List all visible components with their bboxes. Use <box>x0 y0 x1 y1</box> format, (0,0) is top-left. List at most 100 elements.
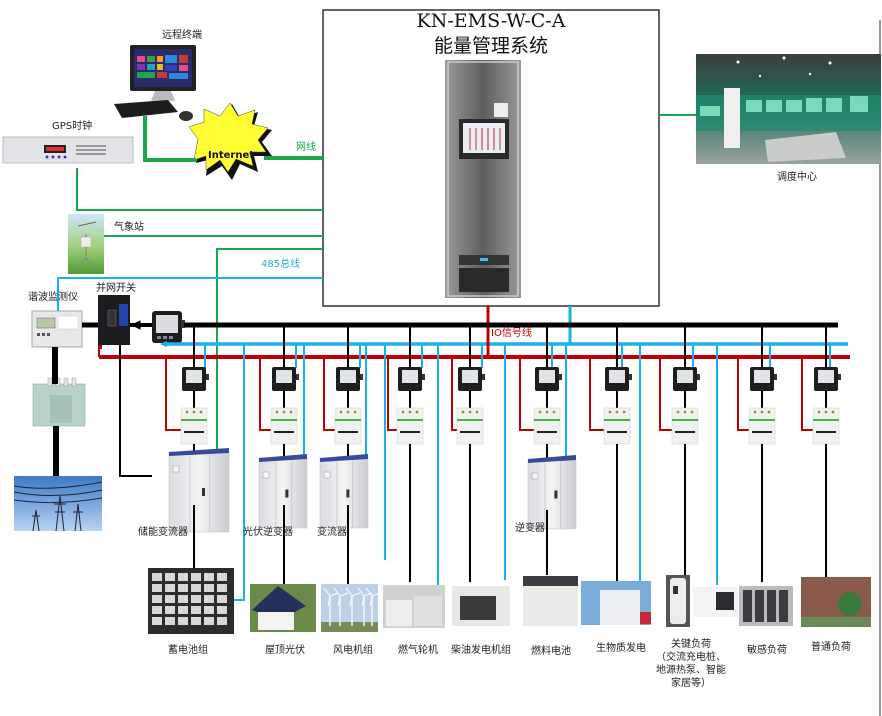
power-meter-knob <box>206 374 209 380</box>
server-rack <box>755 590 764 622</box>
cabinet-display <box>262 471 270 479</box>
feeder-label-diesel: 柴油发电机组 <box>451 645 511 656</box>
breaker-terminal <box>199 410 203 414</box>
breaker-stripe <box>271 419 297 421</box>
breaker-terminal <box>753 410 757 414</box>
fuel-cell-inverter-cabinet <box>527 455 577 530</box>
server-rack <box>779 590 788 622</box>
feeder-column <box>451 325 485 582</box>
harmonic-monitor-label: 谐波监测仪 <box>28 292 78 303</box>
storage-converter-cabinet <box>168 448 230 533</box>
gas-turbine-body <box>386 600 412 626</box>
power-meter-screen <box>677 370 693 383</box>
wind-blade <box>365 587 381 607</box>
breaker-terminal <box>339 410 343 414</box>
feeder-column <box>659 325 700 582</box>
feeder-label-battery: 蓄电池组 <box>168 645 208 656</box>
breaker-stripe <box>335 419 361 421</box>
converter-label-storage: 储能变流器 <box>138 527 188 538</box>
battery-cell <box>204 595 214 603</box>
gps-clock-label: GPS时钟 <box>52 121 93 132</box>
cabinet-top-strip <box>259 454 307 462</box>
circuit-breaker-icon <box>812 407 840 445</box>
internet-label: Internet <box>208 150 255 161</box>
feeder-label-critical-load: 关键负荷 （交流充电桩、 地源热泵、智能 家居等） <box>651 638 731 690</box>
breaker-terminal <box>185 410 189 414</box>
power-meter-screen <box>340 370 356 383</box>
breaker-terminal <box>461 410 465 414</box>
battery-cell <box>204 617 214 625</box>
feeder-io-drop <box>659 357 673 431</box>
breaker-handle <box>338 431 358 433</box>
heat-pump-compressor <box>716 592 734 610</box>
battery-cell <box>165 606 175 614</box>
power-meter-screen <box>754 370 770 383</box>
breaker-handle <box>752 431 772 433</box>
power-bus-lines <box>52 320 838 477</box>
network-lines <box>76 114 696 450</box>
wind-converter-cabinet <box>319 454 369 529</box>
breaker-terminal <box>282 410 286 414</box>
battery-cell <box>191 584 201 592</box>
battery-cell <box>204 584 214 592</box>
battery-cell <box>191 617 201 625</box>
battery-cell <box>191 595 201 603</box>
battery-cell <box>217 606 227 614</box>
circuit-breaker-icon <box>456 407 484 445</box>
battery-cell <box>152 573 162 581</box>
feeder-io-drop <box>519 357 535 431</box>
breaker-stripe <box>181 419 207 421</box>
dispatch-center-label: 调度中心 <box>777 172 817 183</box>
breaker-terminal <box>346 410 350 414</box>
rs485-bus-label: 485总线 <box>261 259 301 270</box>
diesel-engine <box>460 596 496 620</box>
fuel-cell-top <box>523 576 578 586</box>
breaker-handle <box>274 431 294 433</box>
cabinet-handle <box>554 490 558 499</box>
power-meter-knob <box>296 374 299 380</box>
feeder-io-drop <box>589 357 605 431</box>
battery-cell <box>178 606 188 614</box>
apartment-tree <box>838 592 862 616</box>
circuit-breaker-icon <box>533 407 561 445</box>
cabinet-handle <box>202 488 205 496</box>
circuit-breaker-icon <box>671 407 699 445</box>
breaker-terminal <box>622 410 626 414</box>
solar-roof <box>252 586 306 620</box>
breaker-terminal <box>690 410 694 414</box>
breaker-terminal <box>683 410 687 414</box>
converter-label-fuelcell: 逆变器 <box>515 523 545 534</box>
cabinet-display <box>323 471 331 479</box>
ems-system-title: 能量管理系统 <box>433 35 548 57</box>
power-meter-knob <box>629 374 632 380</box>
feeder-label-fuel-cell: 燃料电池 <box>531 646 571 657</box>
battery-cell <box>191 606 201 614</box>
breaker-terminal <box>608 410 612 414</box>
battery-cell <box>178 584 188 592</box>
power-meter-knob <box>838 374 841 380</box>
remote-terminal-label: 远程终端 <box>162 30 202 41</box>
breaker-stripe <box>672 419 698 421</box>
battery-cell <box>191 573 201 581</box>
cabinet-top-strip <box>169 448 229 456</box>
power-meter-screen <box>462 370 478 383</box>
rs485-battery-tap <box>233 598 245 601</box>
power-meter-knob <box>422 374 425 380</box>
weather-station-label: 气象站 <box>114 222 144 233</box>
cabinet-handle <box>346 489 350 498</box>
breaker-handle <box>184 431 204 433</box>
feeder-io-drop <box>451 357 458 431</box>
battery-cell <box>152 584 162 592</box>
feeder-io-drop <box>323 357 336 431</box>
wind-blade <box>345 587 361 607</box>
battery-cell <box>152 606 162 614</box>
io-signal-lines <box>98 306 850 359</box>
feeder-label-wind: 风电机组 <box>333 645 373 656</box>
feeder-column <box>387 325 425 582</box>
breaker-terminal <box>824 410 828 414</box>
grid-switch-icon[interactable] <box>98 295 130 349</box>
battery-cell <box>165 595 175 603</box>
gas-turbine-body <box>414 596 442 626</box>
battery-cell <box>178 573 188 581</box>
